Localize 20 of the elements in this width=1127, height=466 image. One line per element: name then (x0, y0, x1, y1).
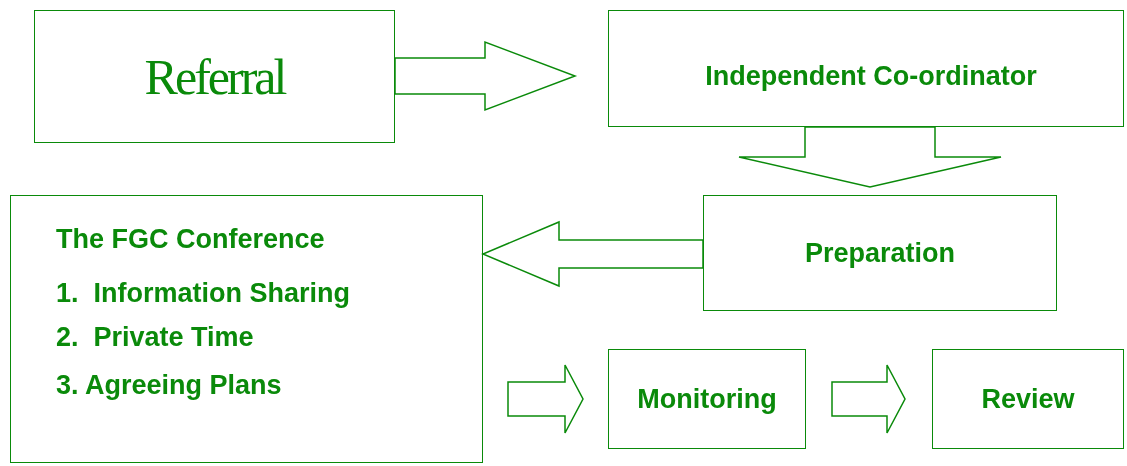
block-arrow (738, 126, 1002, 188)
process-box (932, 349, 1124, 449)
node-label: Independent Co-ordinator (705, 63, 1037, 90)
process-box (608, 349, 806, 449)
list-item: 1. Information Sharing (56, 280, 351, 307)
block-arrow (507, 364, 584, 434)
block-arrow (394, 40, 578, 112)
process-box (34, 10, 395, 143)
node-label: Monitoring (637, 385, 777, 413)
block-arrow (481, 220, 704, 288)
node-label: Review (981, 385, 1075, 413)
process-box (703, 195, 1057, 311)
node-label: Preparation (804, 239, 955, 267)
node-label: Referral (144, 51, 285, 102)
list-item: 2. Private Time (56, 324, 254, 351)
heading: The FGC Conference (56, 226, 325, 253)
block-arrow (831, 364, 906, 434)
list-item: 3. Agreeing Plans (56, 372, 282, 399)
process-box (608, 10, 1124, 127)
process-box (10, 195, 483, 463)
